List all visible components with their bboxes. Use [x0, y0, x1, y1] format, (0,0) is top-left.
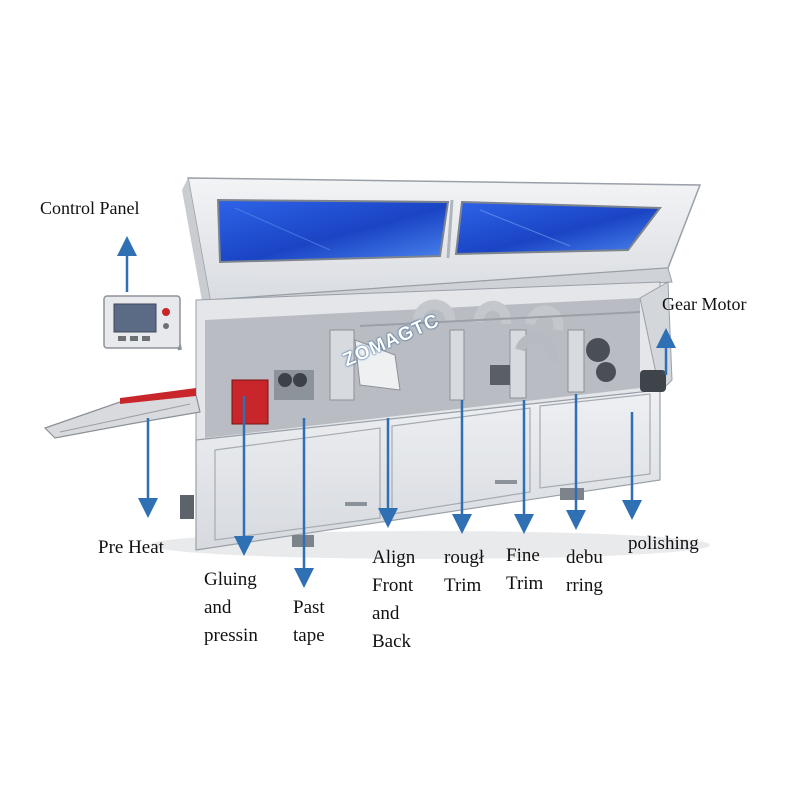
- machine-body: [180, 281, 673, 551]
- label-polishing: polishing: [628, 533, 699, 554]
- feed-table: [43, 388, 201, 439]
- control-panel-box: [103, 295, 182, 351]
- label-align-front-and-back: Align Front and Back: [372, 547, 416, 652]
- label-pre-heat: Pre Heat: [98, 537, 164, 558]
- label-control-panel: Control Panel: [40, 198, 140, 218]
- label-fine-trim: Fine Trim: [506, 545, 544, 594]
- callout-arrows: [117, 236, 676, 588]
- floor-shadow: [150, 531, 710, 559]
- interior-units: [231, 299, 666, 425]
- label-gear-motor: Gear Motor: [662, 294, 747, 314]
- label-rough-trim: rougł Trim: [444, 547, 485, 596]
- label-deburring: debu rring: [566, 547, 603, 596]
- label-gluing-and-pressing: Gluing and pressin: [204, 569, 258, 646]
- left-window: [216, 198, 450, 264]
- right-window: [454, 200, 662, 256]
- cover-windows: [216, 198, 662, 264]
- label-past-tape: Past tape: [293, 597, 325, 646]
